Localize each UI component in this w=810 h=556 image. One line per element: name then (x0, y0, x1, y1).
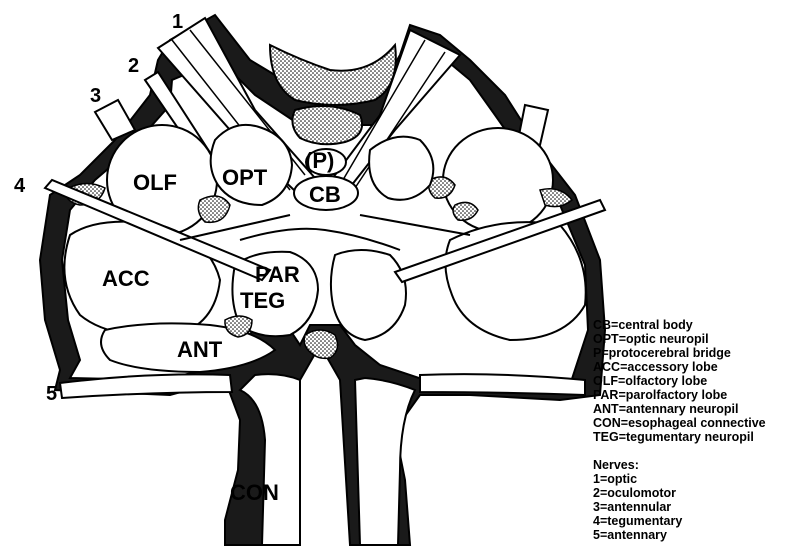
nerve-number-2: 2 (128, 55, 139, 77)
label-cb: CB (309, 182, 341, 207)
legend-item: ANT=antennary neuropil (593, 402, 739, 416)
legend-spacer (593, 444, 807, 458)
antennular-nerve (93, 98, 137, 142)
esophageal-connective-right (353, 376, 417, 546)
legend-item: OPT=optic neuropil (593, 332, 709, 346)
stipple-right-lower (452, 201, 479, 222)
legend-item: P=protocerebral bridge (593, 346, 731, 360)
antennary-nerve-left (58, 373, 234, 400)
optic-neuropil-left (209, 124, 294, 207)
stipple-left-mid (197, 195, 231, 224)
nerve-number-5: 5 (46, 383, 57, 405)
esophageal-connective-left (238, 373, 301, 546)
stipple-right-edge (539, 188, 574, 208)
legend-item: OLF=olfactory lobe (593, 374, 708, 388)
legend-item: CB=central body (593, 318, 693, 332)
tract-right (359, 214, 471, 236)
legend-nerves-title: Nerves: (593, 458, 639, 472)
legend: CB=central body OPT=optic neuropil P=pro… (593, 318, 807, 542)
tegumentary-nerve-right (393, 198, 607, 284)
label-p: (P) (305, 148, 334, 173)
legend-item: ACC=accessory lobe (593, 360, 718, 374)
optic-neuropil-right (368, 135, 435, 201)
legend-item: TEG=tegumentary neuropil (593, 430, 754, 444)
legend-nerve-item: 3=antennular (593, 500, 672, 514)
label-teg: TEG (240, 288, 285, 313)
tegumentary-nerve-left (43, 178, 272, 282)
protocerebrum-upper-stipple (268, 42, 397, 106)
legend-item: PAR=parolfactory lobe (593, 388, 728, 402)
parolfactory-lobe-right (329, 249, 407, 342)
protocerebral-bridge (305, 148, 347, 176)
stipple-right-upper (428, 176, 456, 199)
legend-nerve-item: 5=antennary (593, 528, 667, 542)
label-con: CON (230, 480, 279, 505)
legend-nerve-item: 2=oculomotor (593, 486, 676, 500)
label-acc: ACC (102, 266, 150, 291)
nerve-number-1: 1 (172, 11, 183, 33)
legend-nerve-item: 1=optic (593, 472, 638, 486)
label-par: PAR (255, 262, 300, 287)
label-ant: ANT (177, 337, 223, 362)
nerve-number-4: 4 (14, 175, 26, 197)
legend-item: CON=esophageal connective (593, 416, 766, 430)
commissure-stipple-right (224, 315, 253, 338)
central-tracts (239, 227, 401, 251)
protocerebrum-lower-stipple (291, 105, 364, 146)
nerve-number-3: 3 (90, 85, 101, 107)
label-opt: OPT (222, 165, 268, 190)
label-olf: OLF (133, 170, 177, 195)
legend-nerve-item: 4=tegumentary (593, 514, 683, 528)
tract-left (179, 214, 291, 241)
antennary-neuropil-left (100, 322, 277, 374)
antennary-nerve-right (419, 373, 586, 397)
commissure-stipple (303, 329, 339, 360)
